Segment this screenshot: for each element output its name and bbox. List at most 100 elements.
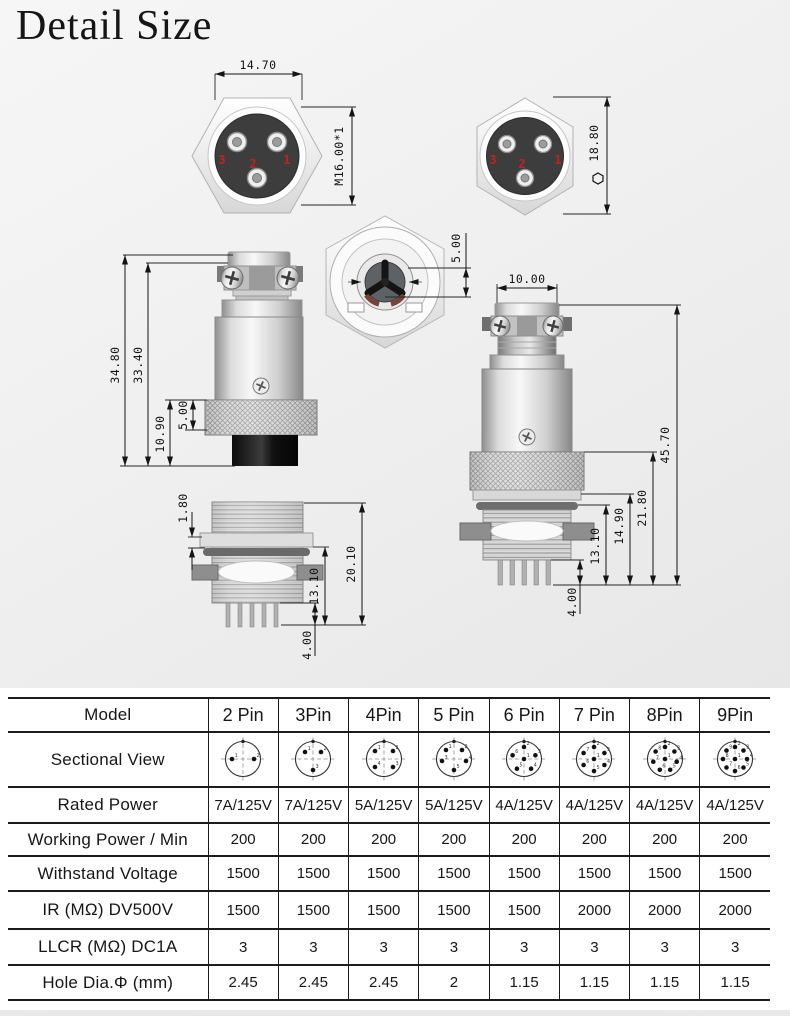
row-label: IR (MΩ) DV500V — [8, 891, 208, 930]
hex-nut-face — [218, 560, 295, 584]
spec-value-cell: 1500 — [699, 856, 770, 892]
screw-head-left — [489, 315, 511, 337]
spec-value-cell: 3 — [628, 929, 700, 966]
spec-value-cell: 4A/125V — [628, 787, 700, 824]
spec-value-cell: 5A/125V — [347, 787, 419, 824]
svg-text:6: 6 — [738, 765, 741, 771]
spec-value-cell: 3 — [347, 929, 419, 966]
spec-value-cell: 2000 — [558, 891, 630, 930]
spec-value-cell: 1500 — [207, 856, 279, 892]
hex-across-flats-icon — [592, 172, 604, 185]
svg-text:1: 1 — [527, 753, 530, 759]
svg-text:1: 1 — [597, 753, 600, 759]
spec-value-cell: 3 — [277, 929, 349, 966]
spec-value-cell: 2.45 — [347, 965, 419, 1001]
spec-value-cell: 1.15 — [628, 965, 700, 1001]
svg-text:1: 1 — [308, 746, 311, 752]
insert-center — [381, 278, 389, 286]
spec-value-cell: 200 — [488, 823, 560, 857]
spec-value-cell: 200 — [699, 823, 770, 857]
dim-body-height: 13.10 — [307, 567, 321, 604]
svg-text:1: 1 — [667, 753, 670, 759]
svg-text:3: 3 — [607, 747, 610, 753]
spec-value-cell: 4A/125V — [488, 787, 560, 824]
dim-thread-length: 13.10 — [588, 527, 602, 564]
svg-text:8: 8 — [726, 753, 729, 759]
pin-number-1: 1 — [554, 153, 561, 167]
spec-value-cell: 200 — [628, 823, 700, 857]
pin-number-1: 1 — [283, 153, 290, 167]
shoulder — [221, 299, 303, 318]
spec-value-cell: 4A/125V — [558, 787, 630, 824]
dim-pin-length: 4.00 — [300, 630, 314, 660]
svg-text:4: 4 — [377, 761, 380, 767]
pins — [226, 131, 288, 189]
page-title: Detail Size — [16, 3, 213, 49]
svg-text:5: 5 — [597, 765, 600, 771]
svg-text:7: 7 — [587, 747, 590, 753]
dim-total-height: 34.80 — [108, 346, 122, 383]
svg-text:2: 2 — [527, 741, 530, 747]
pin-column-header: 2 Pin — [207, 698, 279, 733]
cap-tab-right — [295, 266, 303, 282]
spec-value-cell: 3 — [207, 929, 279, 966]
solder-pins — [225, 602, 279, 628]
dim-flange-lip: 1.80 — [176, 493, 190, 523]
o-ring — [203, 548, 310, 556]
model-header-cell: Model — [8, 698, 208, 733]
svg-text:5: 5 — [672, 764, 675, 770]
svg-text:4: 4 — [750, 753, 753, 759]
svg-text:2: 2 — [597, 741, 600, 747]
spec-value-cell: 1500 — [277, 856, 349, 892]
svg-text:4: 4 — [679, 756, 682, 762]
svg-text:3: 3 — [677, 745, 680, 751]
dim-total-height: 45.70 — [658, 426, 672, 463]
spec-value-cell: 2.45 — [277, 965, 349, 1001]
svg-text:1: 1 — [448, 744, 451, 750]
svg-text:2: 2 — [395, 745, 398, 751]
svg-text:5: 5 — [520, 763, 523, 769]
set-screw — [518, 428, 536, 446]
bayonet-tab-left — [347, 302, 365, 313]
spec-value-cell: 1500 — [418, 856, 489, 892]
hex-nut-left — [191, 564, 219, 581]
spec-value-cell: 3 — [488, 929, 560, 966]
spec-value-cell: 1500 — [347, 856, 419, 892]
dim-total-height: 20.10 — [344, 545, 358, 582]
dim-pin-length: 4.00 — [565, 587, 579, 617]
spec-value-cell: 1500 — [558, 856, 630, 892]
pin-column-header: 8Pin — [628, 698, 700, 733]
dim-face-width: 14.70 — [239, 58, 276, 72]
pin-column-header: 4Pin — [347, 698, 419, 733]
svg-text:3: 3 — [538, 749, 541, 755]
dim-mount-height: 14.90 — [612, 507, 626, 544]
svg-text:5: 5 — [746, 761, 749, 767]
row-label: Hole Dia.Φ (mm) — [8, 965, 208, 1001]
svg-text:1: 1 — [377, 745, 380, 751]
front-view-left-drawing: 3 2 1 14.70 M16.00*1 — [191, 58, 356, 214]
screw-band-center — [517, 316, 537, 336]
svg-text:4: 4 — [607, 759, 610, 765]
svg-text:9: 9 — [729, 744, 732, 750]
spec-value-cell: 200 — [277, 823, 349, 857]
spec-value-cell: 1.15 — [488, 965, 560, 1001]
pin-number-2: 2 — [518, 157, 525, 171]
flange-ring — [199, 532, 314, 548]
contact-arc-right — [390, 293, 406, 307]
svg-text:8: 8 — [658, 745, 661, 751]
spec-value-cell: 1.15 — [558, 965, 630, 1001]
spec-value-cell: 2.45 — [207, 965, 279, 1001]
shoulder — [489, 354, 565, 370]
spec-value-cell: 2000 — [699, 891, 770, 930]
svg-text:3: 3 — [316, 764, 319, 770]
plug-side-view-drawing: 34.80 33.40 10.90 5.00 — [108, 251, 318, 467]
svg-text:2: 2 — [257, 753, 260, 759]
spec-value-cell: 1500 — [488, 891, 560, 930]
